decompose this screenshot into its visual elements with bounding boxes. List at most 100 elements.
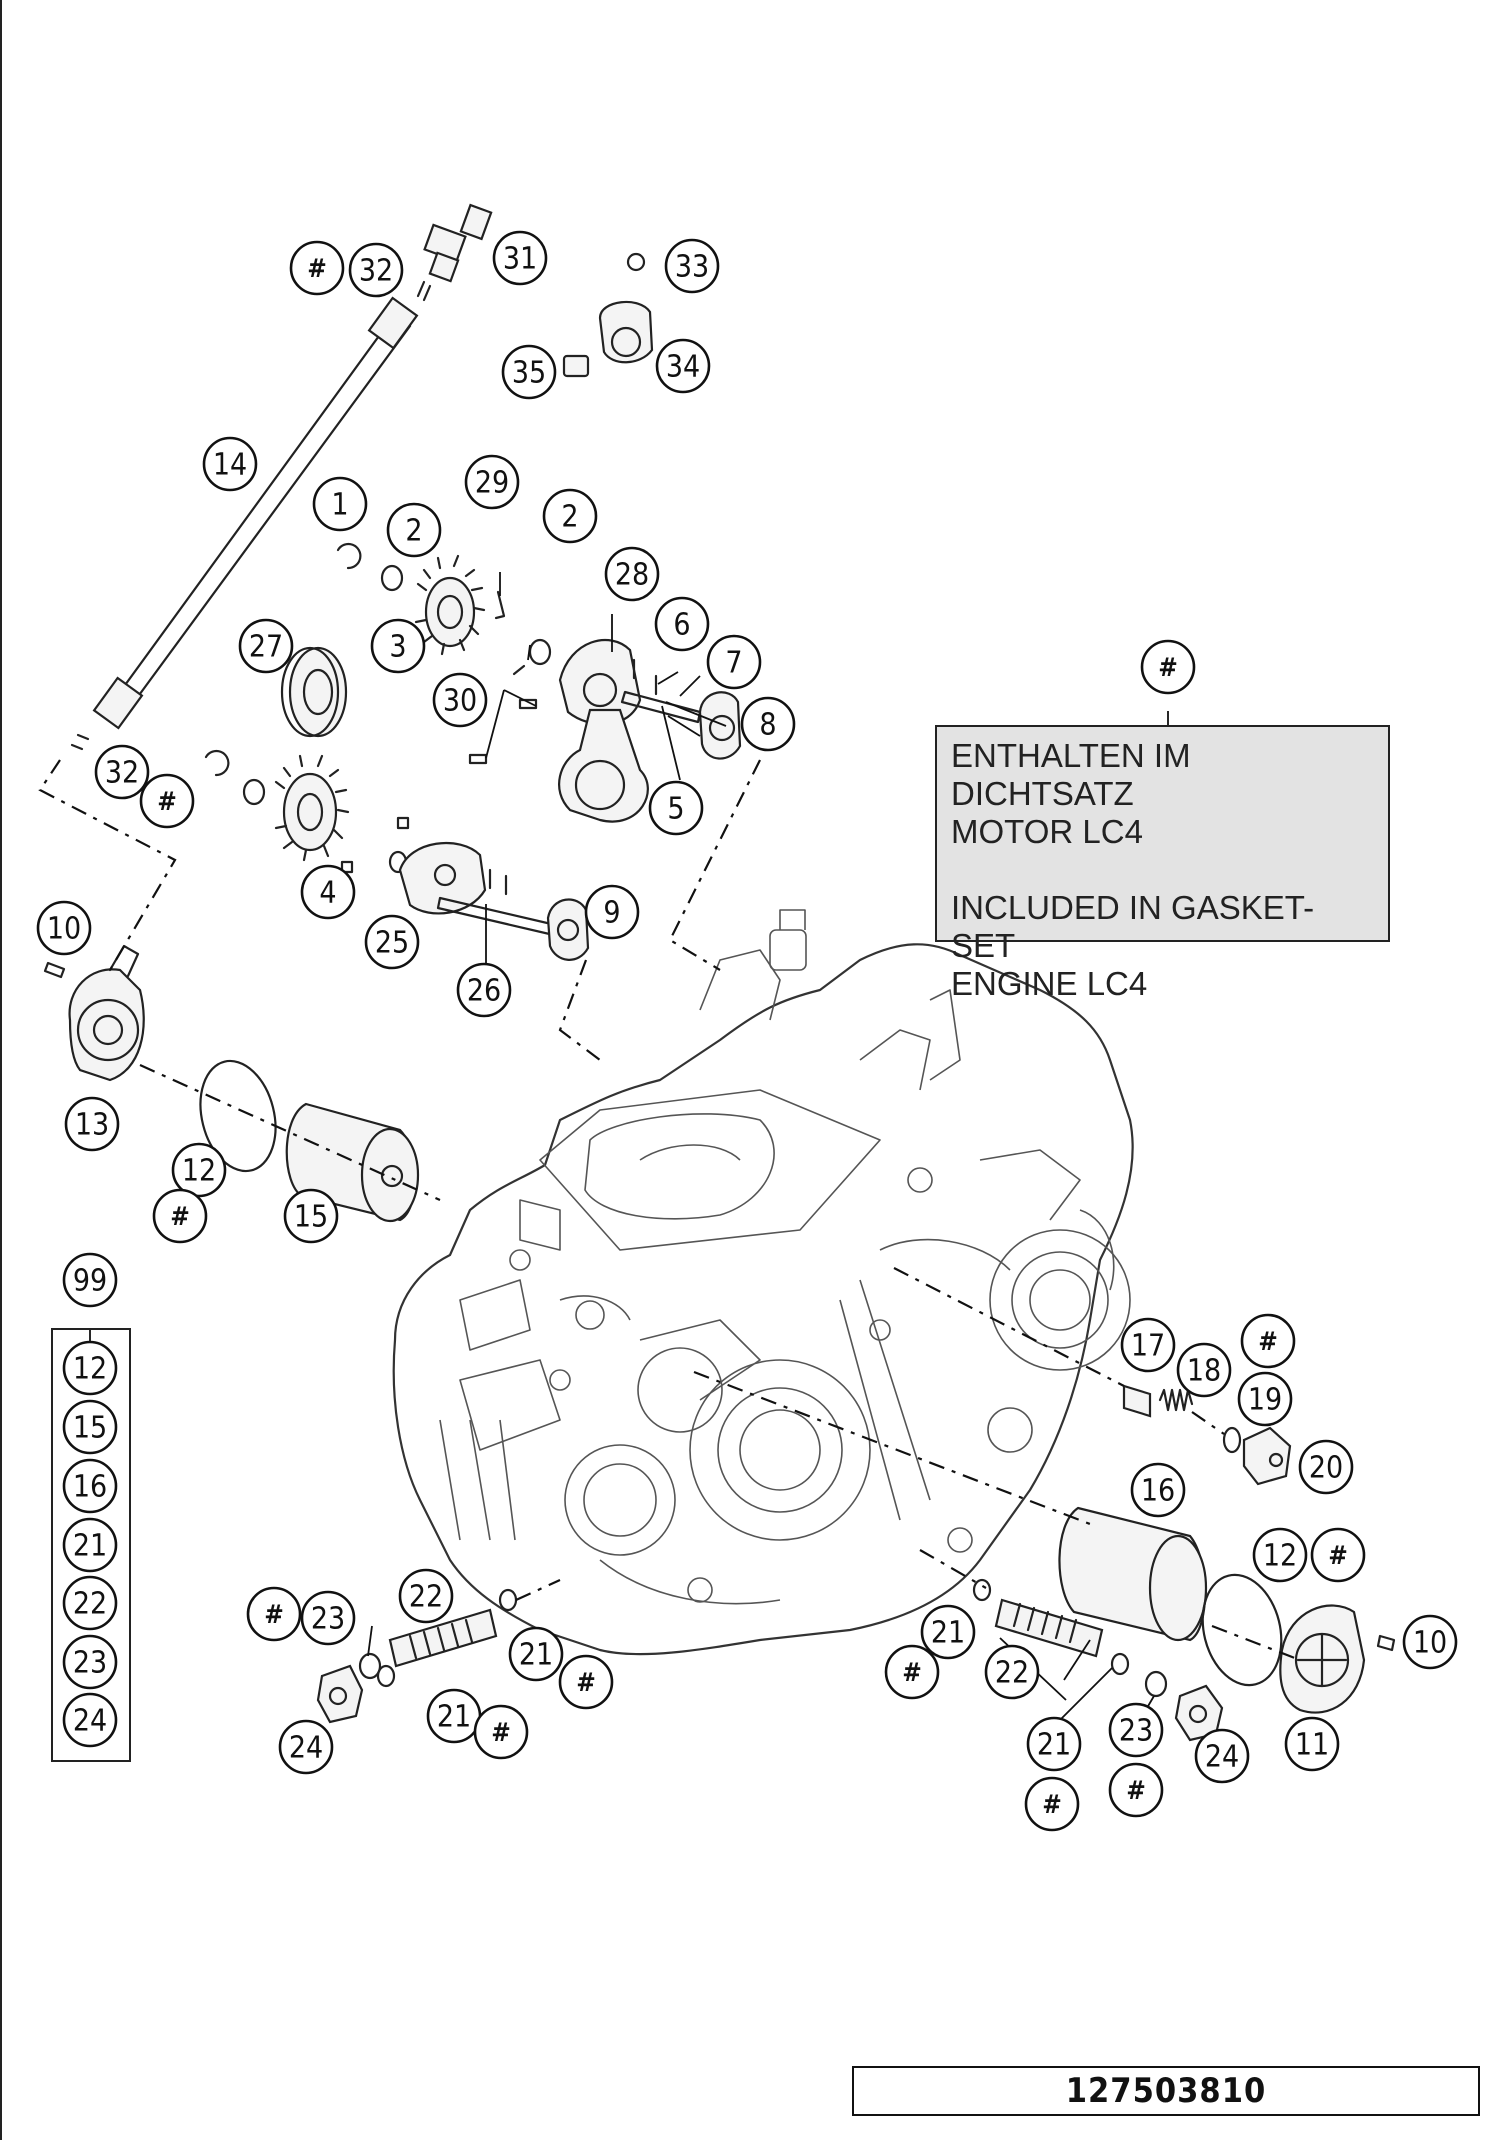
o-ring-23-left bbox=[358, 1652, 382, 1680]
callout-number: 1 bbox=[331, 488, 348, 523]
callout-number: 21 bbox=[519, 1638, 553, 1673]
callout-circle bbox=[370, 618, 426, 674]
circlip-lower bbox=[204, 749, 230, 777]
callout-circle bbox=[202, 436, 258, 492]
callout-circle bbox=[62, 1634, 118, 1690]
callout-number: 28 bbox=[615, 558, 649, 593]
kit-item-callout: 22 bbox=[62, 1575, 118, 1631]
callout-number: 17 bbox=[1131, 1329, 1165, 1364]
callout-circle bbox=[1176, 1342, 1232, 1398]
callout-circle bbox=[473, 1704, 529, 1760]
callout-number: 22 bbox=[73, 1587, 107, 1622]
gasket-set-marker: # bbox=[1024, 1776, 1080, 1832]
gasket-set-marker: # bbox=[1108, 1762, 1164, 1818]
o-ring-12-left bbox=[199, 1059, 277, 1173]
callout-number: 24 bbox=[73, 1704, 107, 1739]
callout-number: # bbox=[1258, 1327, 1278, 1357]
kit-item-callout: 15 bbox=[62, 1399, 118, 1455]
callout-circle bbox=[1108, 1702, 1164, 1758]
callout-number: 10 bbox=[1413, 1626, 1447, 1661]
callout-number: 15 bbox=[294, 1200, 328, 1235]
gasket-set-marker: # bbox=[246, 1586, 302, 1642]
screws-30 bbox=[468, 698, 538, 765]
part-callout: 21 bbox=[508, 1626, 564, 1682]
callout-circle bbox=[432, 672, 488, 728]
callout-circle bbox=[1130, 1462, 1186, 1518]
oil-pressure-switch bbox=[423, 203, 493, 283]
page-left-border bbox=[0, 0, 2, 2140]
kit-item-callout: 16 bbox=[62, 1458, 118, 1514]
part-callout: 3 bbox=[370, 618, 426, 674]
callout-circle bbox=[706, 634, 762, 690]
part-callout: 5 bbox=[648, 780, 704, 836]
callout-number: 19 bbox=[1248, 1383, 1282, 1418]
callout-number: 13 bbox=[75, 1108, 109, 1143]
part-callout: 10 bbox=[1402, 1614, 1458, 1670]
kit-item-callout: 12 bbox=[62, 1340, 118, 1396]
screw-10-right bbox=[1376, 1634, 1396, 1652]
callout-number: 16 bbox=[73, 1470, 107, 1505]
callout-circle bbox=[1120, 1317, 1176, 1373]
callout-circle bbox=[62, 1252, 118, 1308]
callout-number: # bbox=[1126, 1776, 1146, 1806]
callout-number: 26 bbox=[467, 974, 501, 1009]
part-callout: 17 bbox=[1120, 1317, 1176, 1373]
callout-circle bbox=[920, 1604, 976, 1660]
callout-circle bbox=[542, 488, 598, 544]
callout-circle bbox=[152, 1188, 208, 1244]
callout-circle bbox=[1284, 1716, 1340, 1772]
callout-circle bbox=[1252, 1527, 1308, 1583]
callout-number: 25 bbox=[375, 926, 409, 961]
callout-circle bbox=[398, 1568, 454, 1624]
part-callout: 23 bbox=[300, 1590, 356, 1646]
part-callout: 9 bbox=[584, 884, 640, 940]
gasket-set-marker: # bbox=[289, 240, 345, 296]
screw-10-left bbox=[43, 961, 66, 979]
part-callout: 16 bbox=[1130, 1462, 1186, 1518]
callout-number: 35 bbox=[512, 356, 546, 391]
part-callout: 30 bbox=[432, 672, 488, 728]
callout-number: 9 bbox=[603, 896, 620, 931]
part-callout: 20 bbox=[1298, 1439, 1354, 1495]
callout-circle bbox=[604, 546, 660, 602]
callout-number: 11 bbox=[1295, 1728, 1329, 1763]
kit-item-callout: 24 bbox=[62, 1692, 118, 1748]
kit-number-callout: 99 bbox=[62, 1252, 118, 1308]
oil-pump-gear-3 bbox=[414, 554, 486, 656]
callout-number: 6 bbox=[673, 608, 690, 643]
callout-circle bbox=[884, 1644, 940, 1700]
callout-number: 21 bbox=[73, 1529, 107, 1564]
kit-contents-box bbox=[51, 1328, 131, 1762]
gasket-set-marker: # bbox=[139, 773, 195, 829]
callout-number: # bbox=[157, 787, 177, 817]
callout-number: 3 bbox=[389, 630, 406, 665]
gasket-set-marker: # bbox=[1240, 1313, 1296, 1369]
part-callout: 31 bbox=[492, 230, 548, 286]
drawing-reference-number: 127503810 bbox=[852, 2066, 1480, 2116]
callout-number: 21 bbox=[437, 1700, 471, 1735]
part-callout: 25 bbox=[364, 914, 420, 970]
callout-number: 12 bbox=[182, 1154, 216, 1189]
callout-circle bbox=[655, 338, 711, 394]
callout-number: # bbox=[264, 1600, 284, 1630]
part-callout: 24 bbox=[278, 1719, 334, 1775]
callout-circle bbox=[364, 914, 420, 970]
callout-number: 14 bbox=[213, 448, 247, 483]
o-ring-21-right-upper bbox=[972, 1578, 992, 1602]
callout-number: 7 bbox=[725, 646, 742, 681]
note-english-line-2: ENGINE LC4 bbox=[951, 965, 1148, 1002]
filter-cover-11 bbox=[1279, 1604, 1366, 1714]
callout-number: 21 bbox=[1037, 1728, 1071, 1763]
callout-circle bbox=[62, 1517, 118, 1573]
callout-circle bbox=[1194, 1728, 1250, 1784]
pump-housing-28 bbox=[558, 638, 649, 823]
callout-number: # bbox=[576, 1668, 596, 1698]
callout-number: 24 bbox=[289, 1731, 323, 1766]
callout-circle bbox=[654, 596, 710, 652]
callout-circle bbox=[300, 1590, 356, 1646]
callout-circle bbox=[1108, 1762, 1164, 1818]
nut-35 bbox=[562, 354, 590, 378]
part-callout: 2 bbox=[542, 488, 598, 544]
